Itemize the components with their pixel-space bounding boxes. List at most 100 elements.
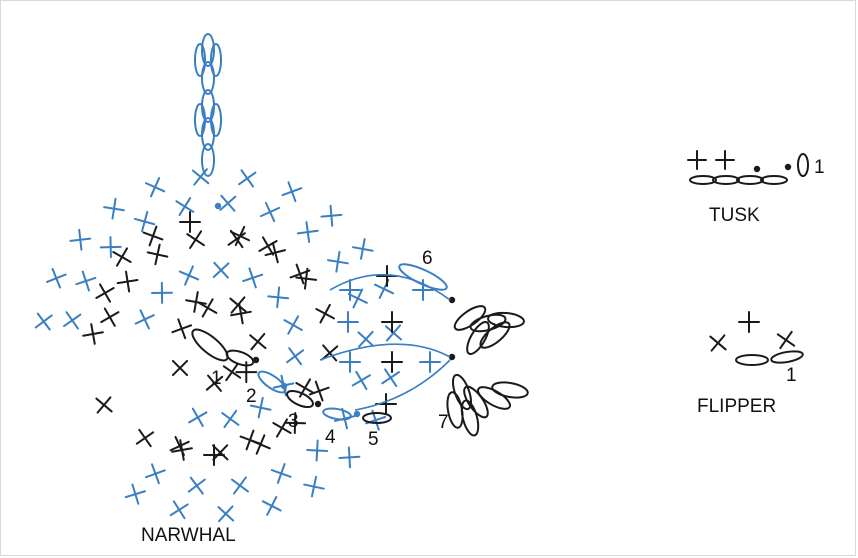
single-crochet-stitch	[186, 230, 205, 249]
stitch-stroke	[352, 288, 364, 309]
single-crochet-stitch	[315, 303, 335, 324]
slip-stitch	[214, 202, 222, 210]
chain-stitch	[712, 175, 740, 185]
stitch-stroke	[335, 250, 341, 273]
single-crochet-stitch	[337, 311, 359, 333]
single-crochet-stitch	[230, 476, 249, 495]
stitch-stroke	[230, 478, 249, 493]
stitch-stroke	[338, 455, 361, 459]
chain-stitch	[770, 350, 804, 364]
single-crochet-stitch	[249, 332, 267, 351]
chain-stitch	[362, 412, 392, 424]
stitch-stroke	[63, 313, 82, 328]
stitch-stroke	[217, 506, 235, 522]
stitch-stroke	[212, 444, 229, 461]
stitch-stroke	[276, 286, 281, 309]
single-crochet-stitch	[203, 444, 225, 466]
single-crochet-stitch	[46, 267, 67, 289]
stitch-stroke	[189, 476, 204, 495]
stitch-stroke	[95, 397, 113, 413]
single-crochet-stitch	[134, 210, 156, 233]
chain-stitch	[257, 370, 287, 394]
stitch-stroke	[299, 378, 311, 398]
tail-guide-line	[329, 273, 451, 301]
round-number-2: 2	[246, 386, 257, 407]
stitch-stroke	[220, 194, 236, 212]
single-crochet-stitch	[75, 270, 97, 292]
narwhal-hanging-loop	[194, 33, 222, 177]
stitch-stroke	[95, 287, 115, 299]
stitch-stroke	[245, 429, 255, 451]
stitch-stroke	[46, 273, 67, 283]
stitch-stroke	[249, 404, 272, 411]
tail-guide-line	[354, 359, 451, 411]
stitch-stroke	[134, 314, 155, 325]
single-crochet-stitch	[135, 428, 155, 448]
stitch-stroke	[34, 314, 53, 329]
single-crochet-stitch	[100, 307, 120, 327]
stitch-stroke	[186, 233, 205, 247]
single-crochet-stitch	[185, 291, 207, 313]
single-crochet-stitch	[338, 446, 361, 469]
single-crochet-stitch	[230, 302, 252, 325]
single-crochet-stitch	[258, 236, 278, 256]
chain-stitch	[487, 311, 525, 329]
single-crochet-stitch	[197, 298, 218, 318]
single-crochet-stitch	[95, 283, 115, 303]
stitch-stroke	[329, 204, 334, 227]
stitch-stroke	[270, 469, 292, 478]
single-crochet-stitch	[205, 374, 224, 392]
single-crochet-stitch	[306, 439, 329, 462]
flipper-row-number: 1	[786, 365, 797, 386]
flipper-stitches	[709, 311, 804, 366]
stitch-stroke	[779, 330, 793, 350]
stitch-stroke	[172, 500, 186, 520]
single-crochet-stitch	[171, 359, 189, 377]
single-crochet-stitch	[296, 221, 319, 243]
single-crochet-stitch	[776, 330, 796, 350]
stitch-stroke	[197, 301, 218, 314]
stitch-stroke	[225, 362, 239, 382]
single-crochet-stitch	[249, 396, 272, 419]
single-crochet-stitch	[229, 225, 251, 247]
slip-stitch	[448, 353, 456, 361]
single-crochet-stitch	[221, 409, 240, 429]
chain-stitch	[201, 33, 215, 67]
tusk-stitches	[687, 150, 809, 185]
single-crochet-stitch	[339, 279, 361, 301]
slip-stitch	[753, 165, 761, 173]
single-crochet-stitch	[34, 312, 53, 331]
single-crochet-stitch	[144, 177, 166, 198]
single-crochet-stitch	[339, 351, 361, 373]
single-crochet-stitch	[82, 323, 104, 345]
single-crochet-stitch	[171, 439, 193, 461]
single-crochet-stitch	[284, 412, 307, 435]
single-crochet-stitch	[267, 286, 290, 309]
stitch-stroke	[116, 279, 139, 285]
single-crochet-stitch	[145, 463, 166, 485]
chain-stitch	[689, 175, 717, 185]
stitch-stroke	[234, 225, 246, 247]
single-crochet-stitch	[357, 330, 375, 348]
single-crochet-stitch	[283, 315, 303, 335]
single-crochet-stitch	[116, 270, 139, 293]
stitch-stroke	[306, 448, 329, 453]
narwhal-tail	[319, 263, 529, 437]
round-number-1: 1	[211, 368, 222, 389]
slip-stitch	[314, 400, 322, 408]
single-crochet-stitch	[95, 396, 113, 414]
chain-stitch	[210, 103, 222, 137]
single-crochet-stitch	[212, 444, 229, 461]
stitch-stroke	[276, 418, 288, 438]
single-crochet-stitch	[229, 296, 247, 314]
stitch-stroke	[240, 169, 255, 188]
single-crochet-stitch	[709, 334, 727, 352]
stitch-stroke	[710, 334, 726, 352]
stitch-stroke	[99, 245, 122, 249]
round-number-3: 3	[288, 411, 299, 432]
single-crochet-stitch	[351, 238, 374, 260]
chain-stitch	[322, 407, 352, 421]
stitch-stroke	[286, 349, 305, 364]
round-number-4: 4	[325, 427, 336, 448]
